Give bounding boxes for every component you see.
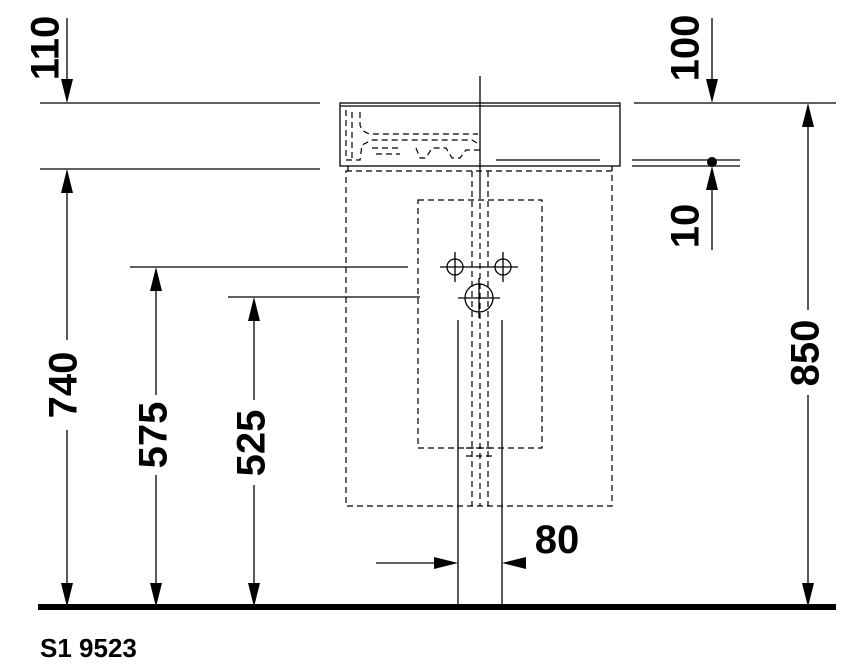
pedestal-outline bbox=[345, 170, 613, 507]
trap-width-lines bbox=[376, 320, 526, 606]
dim-label-110: 110 bbox=[24, 16, 68, 81]
dim-label-10: 10 bbox=[664, 204, 708, 249]
dim-label-80: 80 bbox=[535, 518, 580, 562]
product-code: S1 9523 bbox=[40, 633, 137, 663]
dim-label-100: 100 bbox=[664, 15, 708, 82]
dim-label-575: 575 bbox=[132, 402, 176, 469]
dim-label-740: 740 bbox=[42, 352, 86, 419]
connections bbox=[440, 252, 518, 318]
dim-label-850: 850 bbox=[784, 320, 828, 387]
reference-lines bbox=[40, 102, 836, 298]
dim-label-525: 525 bbox=[230, 410, 274, 477]
dimension-lines bbox=[61, 18, 814, 607]
